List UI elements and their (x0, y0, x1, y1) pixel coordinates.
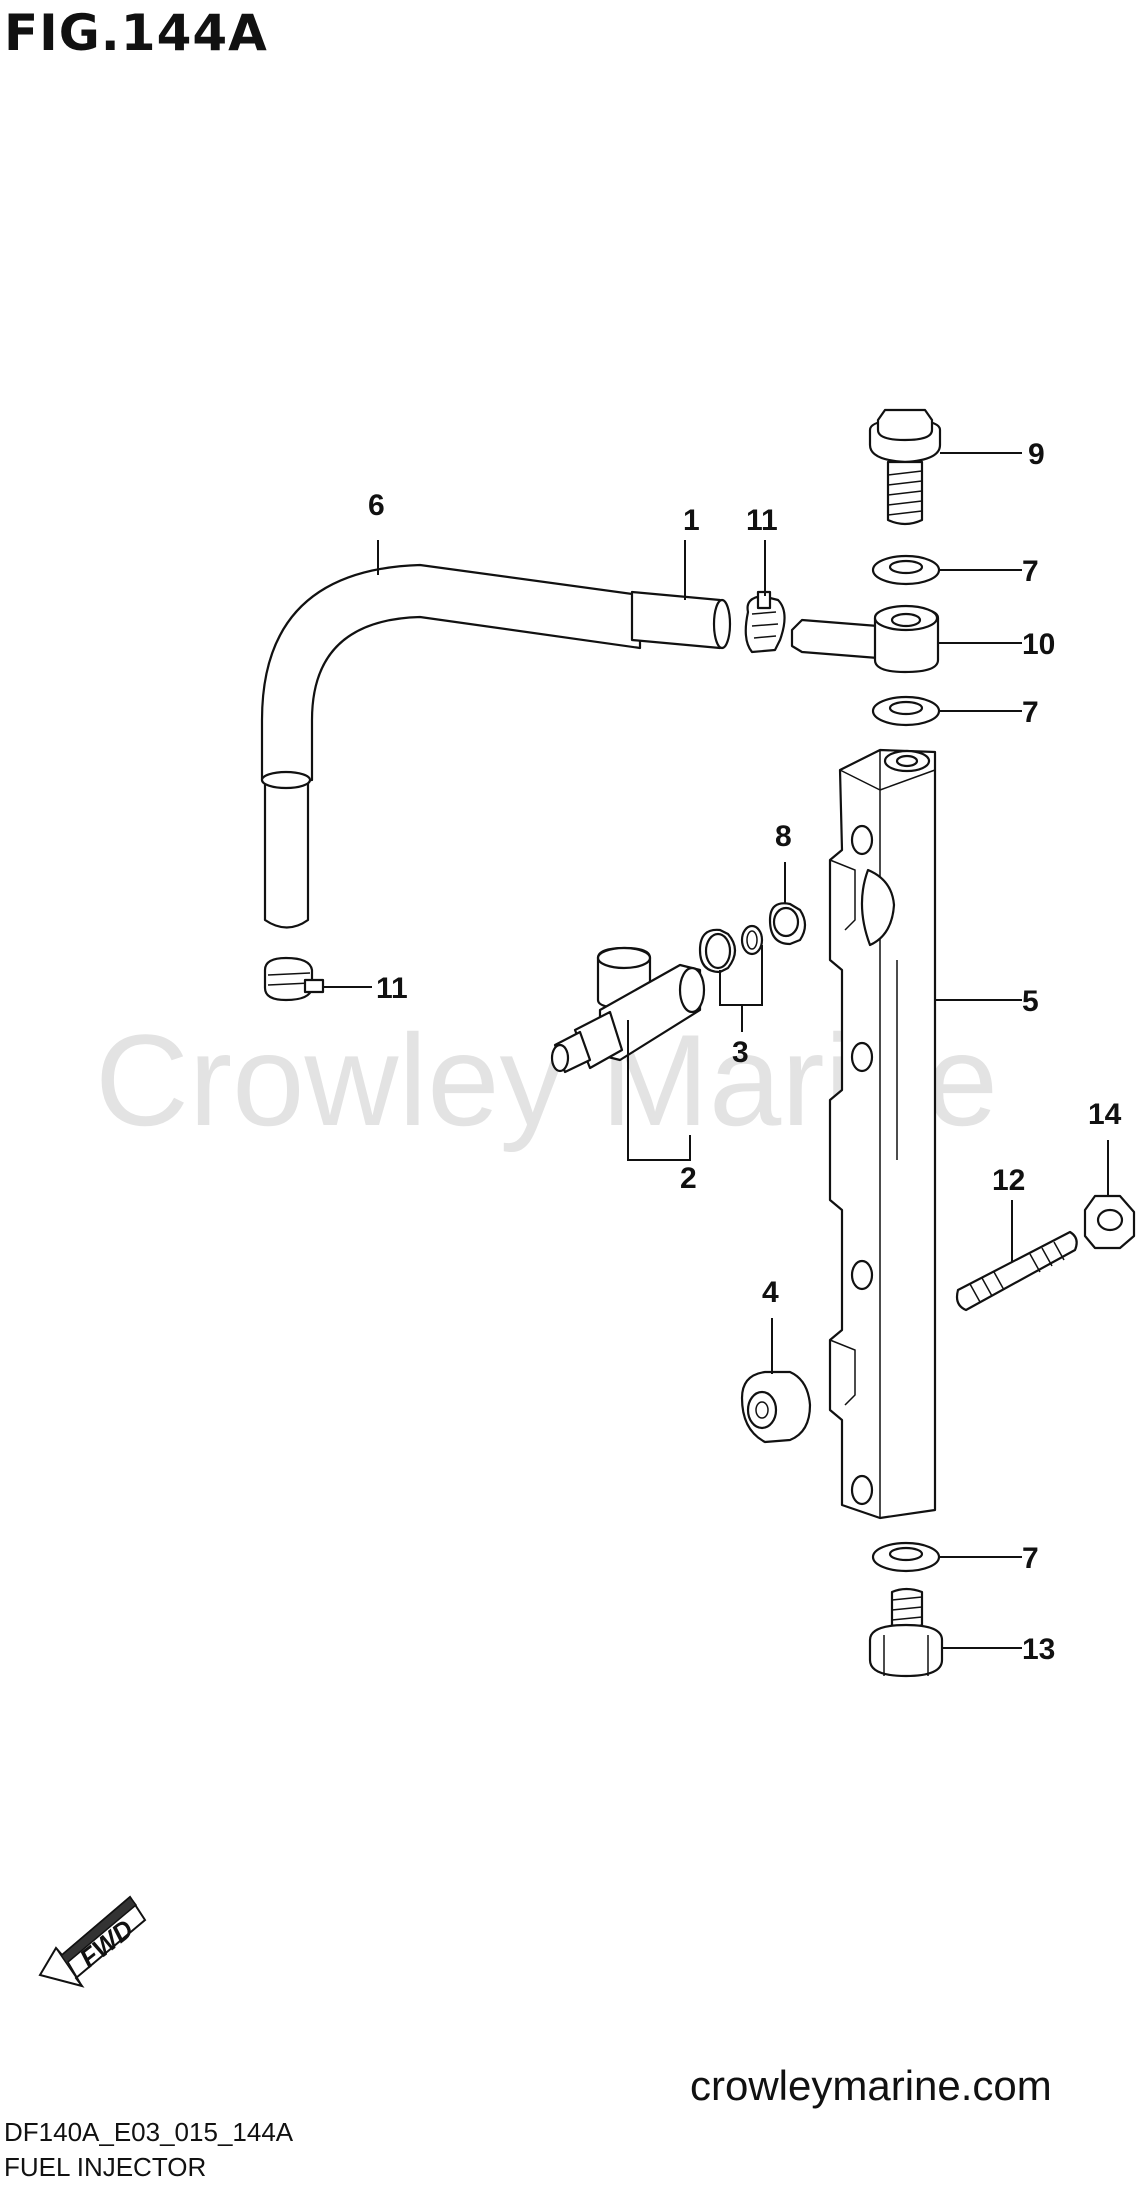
callout-10: 10 (1022, 628, 1055, 661)
callout-12: 12 (992, 1164, 1025, 1197)
part-4-cushion[interactable] (740, 1370, 812, 1444)
part-7-washer-middle[interactable] (871, 695, 941, 727)
part-10-union[interactable] (790, 604, 940, 674)
figure-title: FIG.144A (4, 4, 268, 62)
callout-5: 5 (1022, 985, 1039, 1018)
callout-3: 3 (732, 1036, 749, 1069)
part-12-stud[interactable] (955, 1230, 1078, 1312)
leader-lines (322, 452, 1109, 1649)
callout-4: 4 (762, 1276, 779, 1309)
model-code: DF140A_E03_015_144A (4, 2117, 294, 2147)
callout-1: 1 (683, 504, 700, 537)
part-13-plug-bolt[interactable] (868, 1587, 944, 1678)
part-9-bolt[interactable] (868, 408, 942, 526)
callout-7-upper: 7 (1022, 555, 1039, 588)
part-7-washer-lower[interactable] (871, 1541, 941, 1573)
callout-7-middle: 7 (1022, 696, 1039, 729)
part-3-o-ring-set[interactable] (698, 924, 764, 974)
callout-2: 2 (680, 1162, 697, 1195)
part-7-washer-upper[interactable] (871, 554, 941, 586)
fwd-arrow-icon: FWD (38, 1895, 147, 1988)
part-2-fuel-injector[interactable] (550, 946, 706, 1074)
callout-8: 8 (775, 820, 792, 853)
callout-7-lower: 7 (1022, 1542, 1039, 1575)
callout-9: 9 (1028, 438, 1045, 471)
site-url: crowleymarine.com (690, 2062, 1052, 2109)
diagram-caption: FUEL INJECTOR (4, 2152, 207, 2182)
part-14-nut[interactable] (1083, 1194, 1136, 1250)
callout-11-lower: 11 (376, 972, 408, 1005)
callout-14: 14 (1088, 1098, 1122, 1131)
part-11-lower-clip[interactable] (263, 956, 325, 1002)
callout-11-upper: 11 (746, 504, 778, 537)
part-8-grommet[interactable] (768, 902, 807, 946)
callout-6: 6 (368, 489, 385, 522)
part-6-fuel-hose[interactable] (260, 563, 732, 929)
callout-13: 13 (1022, 1633, 1055, 1666)
part-5-fuel-rail[interactable] (828, 748, 937, 1520)
part-11-upper-clip[interactable] (744, 590, 786, 654)
